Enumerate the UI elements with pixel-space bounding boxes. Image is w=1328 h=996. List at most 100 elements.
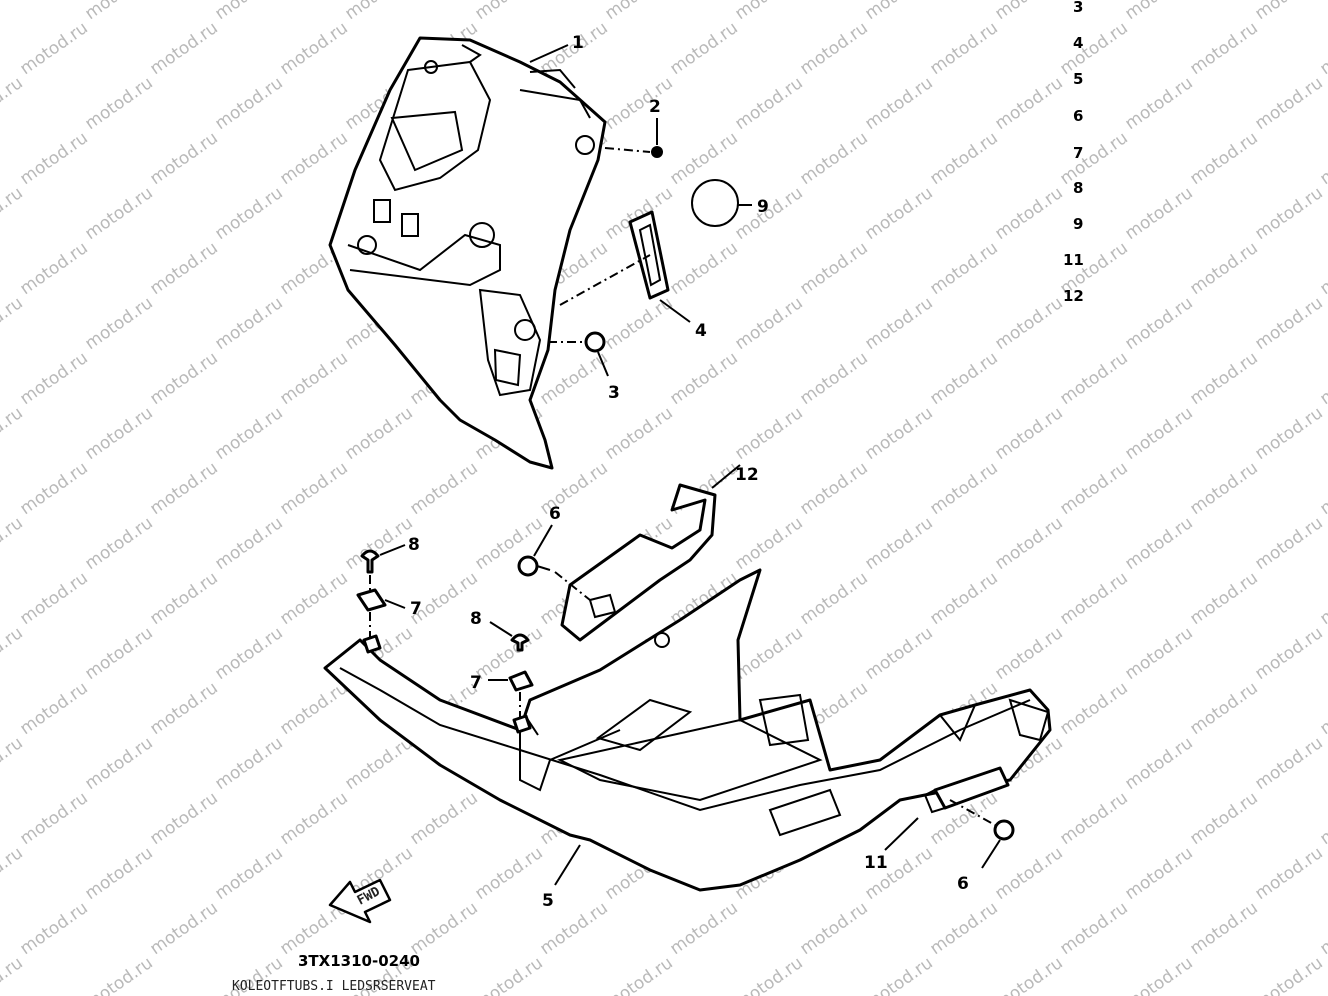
- watermark-text: motod.ru: [1186, 458, 1261, 519]
- watermark-text: motod.ru: [1316, 568, 1328, 629]
- watermark-text: motod.ru: [276, 568, 351, 629]
- leader-part-1: [529, 44, 569, 63]
- watermark-text: motod.ru: [146, 678, 221, 739]
- watermark-text: motod.ru: [731, 183, 806, 244]
- watermark-text: motod.ru: [1056, 18, 1131, 79]
- watermark-text: motod.ru: [211, 0, 286, 24]
- watermark-text: motod.ru: [1121, 0, 1196, 24]
- watermark-text: motod.ru: [16, 568, 91, 629]
- callout-8-left: 8: [408, 535, 420, 555]
- watermark-text: motod.ru: [81, 513, 156, 574]
- watermark-text: motod.ru: [1316, 128, 1328, 189]
- watermark-text: motod.ru: [1251, 843, 1326, 904]
- watermark-text: motod.ru: [1316, 18, 1328, 79]
- watermark-text: motod.ru: [276, 348, 351, 409]
- watermark-text: motod.ru: [341, 0, 416, 24]
- watermark-text: motod.ru: [1316, 898, 1328, 959]
- watermark-text: motod.ru: [81, 623, 156, 684]
- forward-arrow-icon: FWD: [328, 878, 392, 924]
- callout-9: 9: [757, 197, 769, 217]
- leader-part-5: [554, 844, 581, 886]
- watermark-text: motod.ru: [601, 73, 676, 134]
- watermark-text: motod.ru: [731, 953, 806, 996]
- watermark-text: motod.ru: [146, 458, 221, 519]
- watermark-text: motod.ru: [861, 293, 936, 354]
- callout-4: 4: [695, 321, 707, 341]
- watermark-text: motod.ru: [276, 128, 351, 189]
- watermark-text: motod.ru: [146, 898, 221, 959]
- watermark-text: motod.ru: [796, 128, 871, 189]
- side-index-item: 4: [1073, 34, 1083, 52]
- watermark-text: motod.ru: [146, 788, 221, 849]
- watermark-text: motod.ru: [1251, 513, 1326, 574]
- watermark-text: motod.ru: [991, 0, 1066, 24]
- watermark-text: motod.ru: [991, 183, 1066, 244]
- watermark-text: motod.ru: [601, 0, 676, 24]
- watermark-text: motod.ru: [0, 733, 27, 794]
- watermark-text: motod.ru: [81, 73, 156, 134]
- screw-part-3: [548, 331, 609, 377]
- watermark-text: motod.ru: [0, 0, 27, 24]
- watermark-text: motod.ru: [991, 403, 1066, 464]
- side-index-item: 11: [1063, 251, 1084, 269]
- watermark-text: motod.ru: [211, 843, 286, 904]
- side-index-item: 3: [1073, 0, 1083, 16]
- bracket-part-11: [884, 766, 1010, 851]
- watermark-text: motod.ru: [1316, 678, 1328, 739]
- watermark-text: motod.ru: [1121, 73, 1196, 134]
- watermark-text: motod.ru: [666, 18, 741, 79]
- watermark-text: motod.ru: [666, 348, 741, 409]
- watermark-text: motod.ru: [211, 73, 286, 134]
- side-index-item: 7: [1073, 144, 1083, 162]
- side-index-item: 6: [1073, 107, 1083, 125]
- plate-part-4: [559, 210, 691, 323]
- watermark-text: motod.ru: [1121, 293, 1196, 354]
- watermark-text: motod.ru: [146, 348, 221, 409]
- watermark-text: motod.ru: [211, 403, 286, 464]
- watermark-text: motod.ru: [16, 128, 91, 189]
- watermark-text: motod.ru: [861, 73, 936, 134]
- watermark-text: motod.ru: [1251, 183, 1326, 244]
- grommet-part-9: [691, 179, 752, 227]
- watermark-text: motod.ru: [211, 293, 286, 354]
- screw-part-8-left: [360, 544, 406, 595]
- callout-8-middle: 8: [470, 609, 482, 629]
- watermark-text: motod.ru: [16, 18, 91, 79]
- watermark-text: motod.ru: [341, 403, 416, 464]
- callout-5: 5: [542, 891, 554, 911]
- watermark-text: motod.ru: [991, 623, 1066, 684]
- watermark-text: motod.ru: [1121, 953, 1196, 996]
- watermark-text: motod.ru: [1186, 238, 1261, 299]
- watermark-text: motod.ru: [861, 623, 936, 684]
- watermark-text: motod.ru: [1251, 73, 1326, 134]
- watermark-text: motod.ru: [146, 568, 221, 629]
- watermark-text: motod.ru: [926, 898, 1001, 959]
- watermark-text: motod.ru: [926, 348, 1001, 409]
- watermark-text: motod.ru: [926, 458, 1001, 519]
- side-index-item: 5: [1073, 70, 1083, 88]
- watermark-text: motod.ru: [276, 678, 351, 739]
- watermark-text: motod.ru: [1316, 348, 1328, 409]
- watermark-text: motod.ru: [991, 513, 1066, 574]
- leg-shield-part-1: [328, 36, 607, 470]
- watermark-text: motod.ru: [471, 843, 546, 904]
- watermark-text: motod.ru: [1121, 733, 1196, 794]
- watermark-text: motod.ru: [1121, 183, 1196, 244]
- watermark-text: motod.ru: [276, 788, 351, 849]
- watermark-text: motod.ru: [0, 403, 27, 464]
- watermark-text: motod.ru: [276, 18, 351, 79]
- side-index-item: 12: [1063, 287, 1084, 305]
- watermark-text: motod.ru: [16, 458, 91, 519]
- watermark-text: motod.ru: [1186, 348, 1261, 409]
- watermark-text: motod.ru: [81, 183, 156, 244]
- watermark-text: motod.ru: [1186, 18, 1261, 79]
- watermark-text: motod.ru: [1186, 788, 1261, 849]
- watermark-text: motod.ru: [926, 238, 1001, 299]
- watermark-text: motod.ru: [1316, 458, 1328, 519]
- watermark-text: motod.ru: [81, 733, 156, 794]
- watermark-text: motod.ru: [731, 0, 806, 24]
- watermark-text: motod.ru: [146, 238, 221, 299]
- watermark-text: motod.ru: [861, 953, 936, 996]
- callout-7-left: 7: [410, 599, 422, 619]
